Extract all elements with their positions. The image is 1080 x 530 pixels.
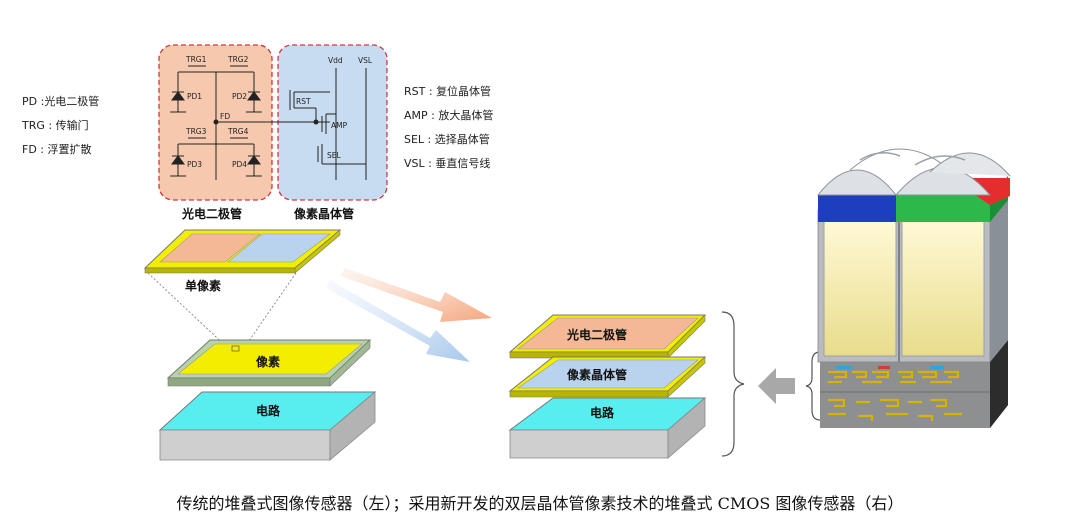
photodiode-region-label: 光电二极管: [181, 206, 242, 221]
circuit-layer-right: [508, 397, 707, 459]
pd4-label: PD4: [232, 160, 247, 169]
vdd-label: Vdd: [328, 56, 343, 65]
legend-item: FD : 浮置扩散: [22, 143, 92, 156]
legend-left: PD :光电二极管 TRG : 传输门 FD : 浮置扩散: [22, 90, 99, 162]
figure-caption: 传统的堆叠式图像传感器（左）；采用新开发的双层晶体管像素技术的堆叠式 CMOS …: [176, 494, 904, 513]
small-brace: [805, 351, 821, 421]
circuit-layer-left-label: 电路: [256, 403, 281, 418]
circuit-diagram: TRG1 TRG2 PD1 PD2 FD TRG3 TRG4 PD3 PD4 V…: [158, 44, 388, 221]
pixel-layer-label: 像素: [256, 354, 280, 369]
stack-brace: [721, 311, 745, 457]
trg1-label: TRG1: [185, 55, 207, 64]
transfer-arrows: [326, 268, 492, 362]
photodiode-layer-label: 光电二极管: [566, 327, 627, 342]
pd1-label: PD1: [187, 92, 202, 101]
legend-item: PD :光电二极管: [22, 95, 100, 108]
pixel-layer: [166, 339, 372, 387]
single-pixel-tile: [143, 229, 342, 274]
rst-label: RST: [296, 97, 311, 106]
legend-item: AMP : 放大晶体管: [404, 109, 494, 122]
trg2-label: TRG2: [227, 55, 249, 64]
pd3-label: PD3: [187, 160, 202, 169]
pixel-3d-illustration: [816, 148, 1011, 428]
transistor-layer-label: 像素晶体管: [567, 367, 627, 382]
pd2-label: PD2: [232, 92, 247, 101]
sel-label: SEL: [327, 151, 341, 160]
vsl-label: VSL: [358, 56, 373, 65]
circuit-layer-right-label: 电路: [590, 405, 615, 420]
circuit-layer-left: [158, 391, 377, 461]
gray-arrow: [758, 368, 795, 404]
legend-item: RST : 复位晶体管: [404, 85, 492, 98]
amp-label: AMP: [331, 121, 348, 130]
legend-item: VSL : 垂直信号线: [404, 157, 491, 170]
transistor-region-label: 像素晶体管: [294, 206, 354, 221]
legend-right: RST : 复位晶体管 AMP : 放大晶体管 SEL : 选择晶体管 VSL …: [404, 80, 493, 176]
legend-item: SEL : 选择晶体管: [404, 133, 490, 146]
transistor-layer: [508, 356, 707, 398]
fd-label: FD: [220, 112, 230, 121]
single-pixel-label: 单像素: [185, 278, 221, 293]
diagram-canvas: TRG1 TRG2 PD1 PD2 FD TRG3 TRG4 PD3 PD4 V…: [143, 44, 1011, 461]
trg3-label: TRG3: [185, 127, 207, 136]
trg4-label: TRG4: [227, 127, 249, 136]
legend-item: TRG : 传输门: [22, 119, 89, 132]
